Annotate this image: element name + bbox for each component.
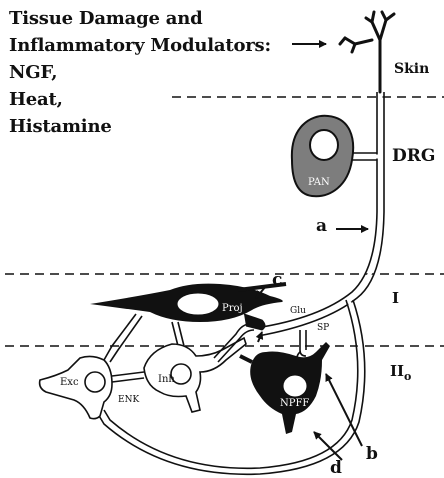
proj-label: Proj	[222, 303, 243, 314]
marker-a: a	[316, 216, 327, 236]
lamina-1-label: I	[392, 289, 399, 307]
marker-c: c	[272, 270, 282, 290]
npff-neuron	[240, 342, 330, 434]
marker-b: b	[366, 444, 378, 464]
skin-terminal	[340, 12, 394, 92]
title-line-3: NGF,	[9, 62, 57, 83]
title-line-2: Inflammatory Modulators:	[9, 35, 271, 56]
drg-label: DRG	[392, 146, 435, 166]
exc-to-inh-axon	[112, 372, 144, 382]
pan-label: PAN	[308, 177, 330, 188]
enk-label: ENK	[118, 395, 139, 405]
glu-label: Glu	[290, 306, 306, 316]
sp-label: SP	[317, 323, 329, 333]
lamina-2-subscript: o	[404, 370, 411, 383]
marker-d: d	[330, 458, 342, 478]
title-line-1: Tissue Damage and	[9, 8, 203, 29]
projection-neuron	[90, 284, 286, 330]
title-line-5: Histamine	[9, 116, 112, 137]
inh-label: Inh	[158, 374, 175, 385]
lamina-2-label: IIo	[390, 362, 411, 383]
title-line-4: Heat,	[9, 89, 63, 110]
exc-label: Exc	[60, 377, 79, 388]
npff-label: NPFF	[280, 398, 309, 409]
skin-label: Skin	[394, 61, 429, 77]
